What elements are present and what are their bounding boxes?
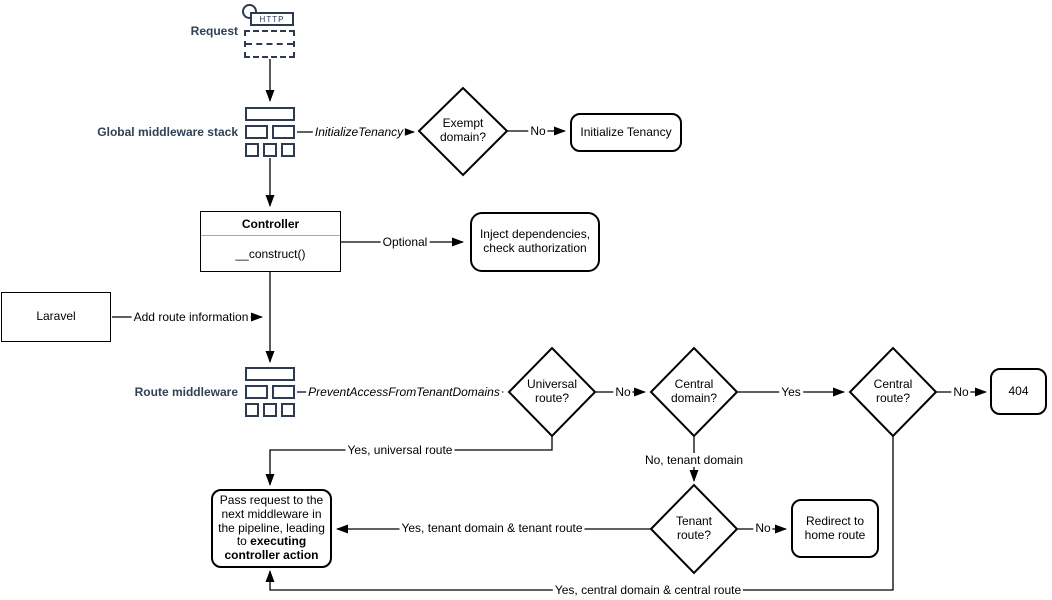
request-body-glyph [244,30,295,58]
central-route-diamond [848,346,938,438]
pass-request-node: Pass request to the next middleware in t… [211,489,332,568]
request-body-divider [246,43,293,45]
exempt-domain-diamond [417,86,509,177]
mw-cell [281,143,295,157]
redirect-home-node: Redirect to home route [791,499,879,558]
mw-cell [245,143,259,157]
route-middleware-icon [245,367,295,417]
edge-label-no-tenant-domain: No, tenant domain [642,453,746,467]
controller-node: Controller __construct() [200,211,341,272]
mw-cell [272,385,295,399]
edge-label-tenant-route-no: No [753,521,773,535]
mw-cell [245,107,295,121]
edge-label-yes-central-domain-route: Yes, central domain & central route [552,583,744,597]
mw-cell [245,385,268,399]
not-found-node: 404 [990,368,1047,415]
global-middleware-stack-icon [245,107,295,157]
central-route-text: Central route? [873,377,913,405]
controller-construct: __construct() [235,247,306,261]
pass-request-bold-text: executing controller action [224,534,319,563]
mw-cell [245,125,268,139]
initialize-tenancy-node: Initialize Tenancy [570,113,682,152]
pass-request-text: Pass request to the next middleware in t… [218,493,325,549]
controller-title: Controller [201,212,340,236]
mw-cell [263,403,277,417]
edge-label-central-route-no: No [951,385,971,399]
tenant-route-text: Tenant route? [675,514,713,542]
edge-label-central-domain-yes: Yes [779,385,803,399]
exempt-domain-text: Exempt domain? [439,116,487,144]
mw-cell [281,403,295,417]
mw-cell [245,403,259,417]
universal-route-diamond [507,346,597,438]
central-domain-diamond [649,346,739,438]
central-domain-text: Central domain? [670,377,718,405]
universal-route-text: Universal route? [526,377,577,405]
laravel-node: Laravel [1,292,111,342]
edge-label-optional: Optional [380,235,430,249]
tenant-route-diamond [649,483,739,575]
edge-label-add-route-information: Add route information [131,310,251,324]
global-middleware-stack-label: Global middleware stack [97,125,238,139]
request-label: Request [190,24,238,38]
edge-label-universal-no: No [613,385,633,399]
mw-cell [263,143,277,157]
http-request-icon: HTTP [242,4,297,58]
route-middleware-label: Route middleware [134,385,238,399]
edge-label-yes-universal-route: Yes, universal route [345,443,455,457]
http-label: HTTP [250,12,294,26]
edge-label-initialize-tenancy: InitializeTenancy [312,125,406,139]
edge-label-exempt-no: No [528,124,548,138]
mw-cell [272,125,295,139]
edge-label-prevent-access: PreventAccessFromTenantDomains [306,385,502,399]
inject-dependencies-node: Inject dependencies, check authorization [470,212,600,272]
edge-label-yes-tenant-domain-route: Yes, tenant domain & tenant route [399,521,585,535]
mw-cell [245,367,295,381]
